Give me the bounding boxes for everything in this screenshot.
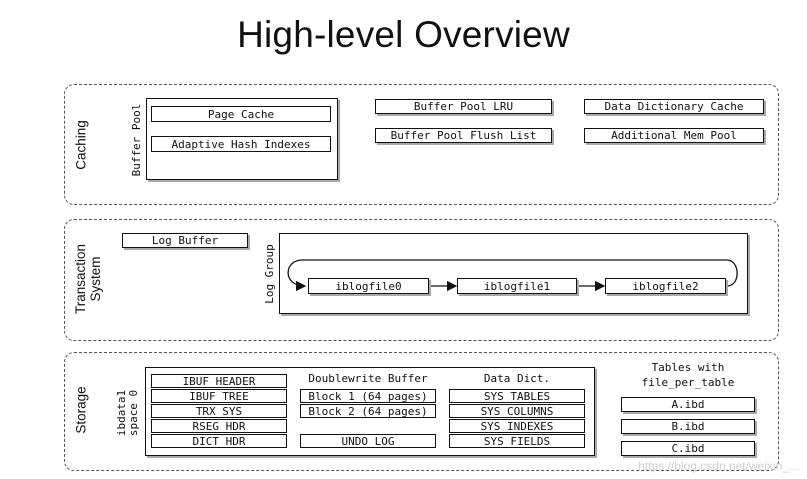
c-ibd-box: C.ibd — [621, 441, 755, 456]
tables-heading-line2: file_per_table — [641, 376, 735, 389]
caching-section — [64, 84, 779, 205]
sys-fields-box: SYS_FIELDS — [449, 434, 585, 448]
iblogfile1-box: iblogfile1 — [457, 278, 577, 294]
dict-hdr-box: DICT_HDR — [151, 434, 287, 448]
b-ibd-box: B.ibd — [621, 419, 755, 434]
trx-sys-box: TRX_SYS — [151, 404, 287, 418]
ibuf-tree-box: IBUF_TREE — [151, 389, 287, 403]
undo-log-box: UNDO_LOG — [300, 434, 436, 448]
additional-mem-pool-box: Additional Mem Pool — [584, 128, 764, 143]
data-dict-heading: Data Dict. — [483, 372, 551, 385]
iblogfile2-box: iblogfile2 — [605, 278, 726, 294]
data-dictionary-cache-box: Data Dictionary Cache — [584, 99, 764, 114]
watermark-text: https://blog.csdn.net/weixin_... — [638, 459, 799, 473]
buffer-pool-flush-list-box: Buffer Pool Flush List — [375, 128, 552, 143]
space0-label: space 0 — [127, 389, 140, 437]
arrow-loop-back — [287, 259, 738, 292]
storage-section — [64, 352, 779, 471]
tables-heading-line1: Tables with — [651, 361, 725, 374]
tables-heading: Tables with file_per_table — [621, 360, 755, 390]
page-cache-box: Page Cache — [151, 106, 331, 122]
ibdata1-space-label: ibdata1 space 0 — [115, 389, 140, 437]
ibuf-header-box: IBUF_HEADER — [151, 374, 287, 388]
doublewrite-heading: Doublewrite Buffer — [308, 372, 428, 385]
buffer-pool-lru-box: Buffer Pool LRU — [375, 99, 552, 114]
sys-columns-box: SYS_COLUMNS — [449, 404, 585, 418]
page-title: High-level Overview — [237, 14, 570, 55]
iblogfile0-box: iblogfile0 — [308, 278, 429, 294]
log-buffer-box: Log Buffer — [122, 233, 248, 248]
storage-label: Storage — [73, 386, 89, 434]
rseg-hdr-box: RSEG_HDR — [151, 419, 287, 433]
a-ibd-box: A.ibd — [621, 397, 755, 412]
block1-box: Block 1 (64 pages) — [300, 389, 436, 403]
block2-box: Block 2 (64 pages) — [300, 404, 436, 418]
sys-indexes-box: SYS_INDEXES — [449, 419, 585, 433]
transaction-section — [64, 219, 779, 341]
adaptive-hash-indexes-box: Adaptive Hash Indexes — [151, 136, 331, 152]
log-group-box — [279, 233, 748, 314]
sys-tables-box: SYS_TABLES — [449, 389, 585, 403]
